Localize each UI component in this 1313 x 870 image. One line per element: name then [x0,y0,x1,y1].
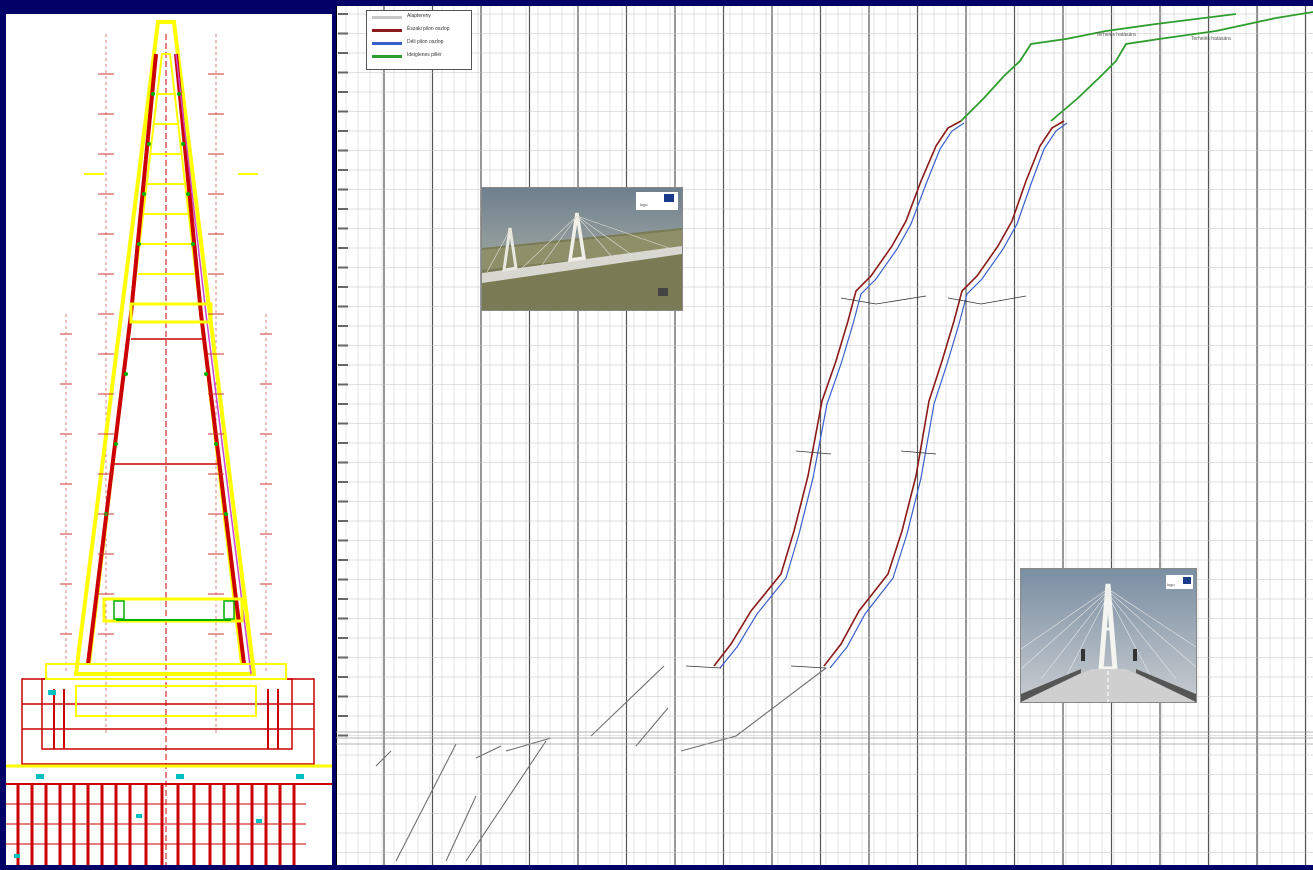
legend-item: Északi pilon oszlop [367,24,471,37]
curve-annotations [685,295,1027,669]
axis-tick [338,110,348,113]
foundation-ladders [53,689,279,749]
pile-cap-top [45,663,287,680]
lower-crossbeam-green-right [223,600,235,620]
axis-tick [338,481,348,483]
construction-diagram: Terhelés hatására Terhelés hatására [335,6,1313,865]
axis-tick [338,734,348,737]
pylon-leg-right [174,53,246,665]
lower-crossbeam-green-left [113,600,125,620]
axis-tick [338,344,348,347]
legend-swatch [372,55,402,58]
north-top-label: Terhelés hatására [1096,32,1136,38]
cyan-markers [14,690,304,858]
foundation [21,678,315,765]
legend-label: Alaptereny [407,13,431,19]
pile-ties [6,803,306,845]
axis-tick [338,383,348,386]
axis-tick [338,559,348,561]
pylon-top-crossbeams [138,93,194,275]
north-curve-blue [719,122,965,669]
axis-tick [338,617,348,620]
axis-tick [338,442,348,444]
pylon-leg-left [86,53,158,665]
photo2-logo: logo [1167,582,1175,587]
legend-label: Déli pilon oszlop [407,39,444,45]
axis-tick [338,32,348,35]
legend-item: Déli pilon oszlop [367,37,471,50]
axis-tick [338,598,348,600]
legend: Alaptereny Északi pilon oszlop Déli pilo… [366,10,472,70]
south-curve-red [823,120,1065,667]
construction-diagram-svg: Terhelés hatására Terhelés hatására [335,6,1313,865]
pile-cap-yellow [75,685,257,717]
axis-tick [338,188,348,191]
axis-tick [338,325,348,327]
pylon-leg-right-magenta [175,53,252,675]
diagram-axis-ticks [335,6,348,865]
south-top-label: Terhelés hatására [1191,36,1231,42]
legend-swatch [372,16,402,19]
legend-item: Alaptereny [367,11,471,24]
axis-tick [338,305,348,308]
axis-tick [338,539,348,542]
legend-swatch [372,29,402,32]
axis-tick [338,695,348,698]
south-curve-blue [829,122,1068,669]
photo1-logo: logo [640,202,648,207]
diagram-grid [336,6,1313,865]
axis-tick [338,130,348,132]
axis-tick [338,364,348,366]
pylon-drawing [6,14,332,865]
approach-lines [375,665,827,862]
bridge-render-deck: logo [1020,568,1197,703]
axis-tick [338,91,348,93]
axis-tick [338,520,348,522]
legend-label: Északi pilon oszlop [407,26,450,32]
axis-tick [338,71,348,74]
axis-tick [338,52,348,54]
temporary-curve-north [960,13,1237,122]
axis-tick [338,578,348,581]
upper-crossbeam [129,302,213,324]
temporary-curve-south [1050,11,1313,122]
legend-label: Ideiglenes pillér [407,52,442,58]
pylon-markers [104,92,228,516]
axis-tick [338,715,348,717]
level-lines [336,731,1313,745]
pylon-drawing-svg [6,20,332,865]
north-curve-red [713,120,962,667]
axis-tick [338,149,348,152]
axis-tick [338,676,348,678]
axis-tick [338,247,348,249]
axis-tick [338,637,348,639]
axis-tick [338,266,348,269]
axis-tick [338,208,348,210]
axis-tick [338,227,348,230]
axis-tick [338,169,348,171]
legend-item: Ideiglenes pillér [367,50,471,63]
axis-tick [338,422,348,425]
bridge-render-aerial: logo [481,187,683,311]
axis-tick [338,500,348,503]
axis-tick [338,461,348,464]
axis-tick [338,403,348,405]
axis-tick [338,656,348,659]
axis-tick [338,13,348,15]
axis-tick [338,286,348,288]
pylon-outline-outer [73,20,257,676]
legend-swatch [372,42,402,45]
